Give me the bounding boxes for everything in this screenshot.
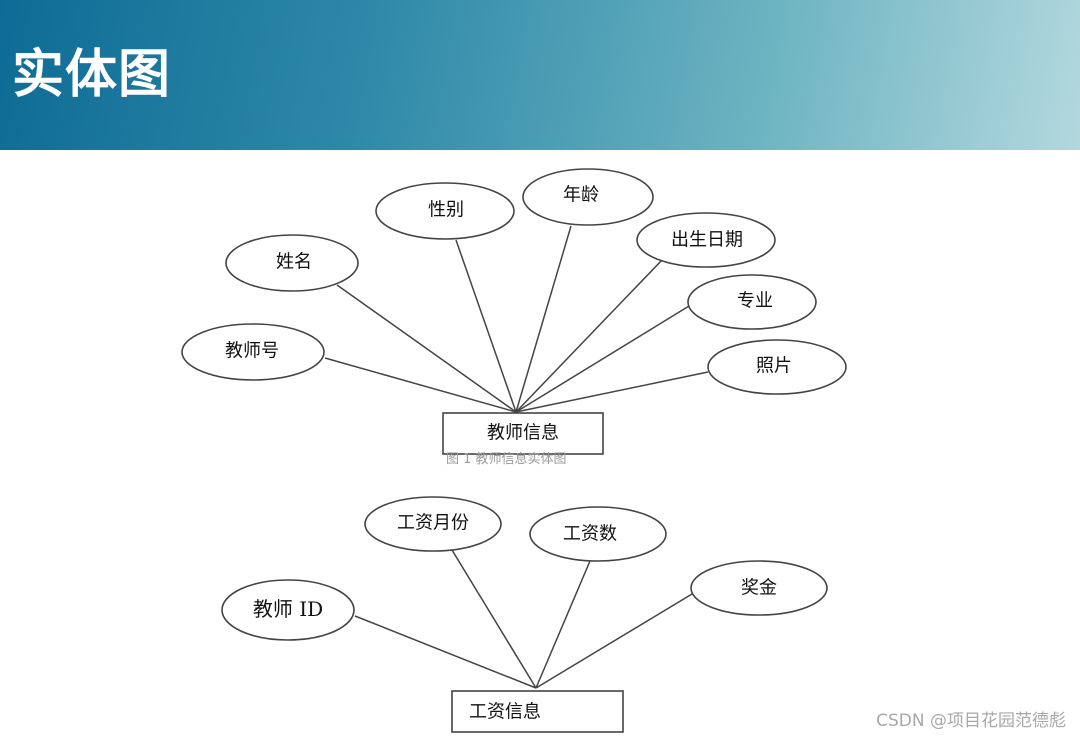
attribute-label: 出生日期 — [671, 230, 743, 251]
relationship-line — [336, 284, 517, 413]
cropped-caption: 图 1 教师信息实体图 — [446, 452, 567, 467]
er-diagram-salary-info — [354, 549, 693, 689]
title-banner: 实体图 — [0, 0, 1080, 150]
relationship-line — [515, 305, 690, 413]
relationship-line — [515, 258, 664, 413]
attribute-ellipse-salary-amount — [529, 506, 667, 562]
relationship-line — [324, 357, 517, 413]
entity-box-salary-info — [451, 690, 624, 733]
attribute-ellipse-gender — [375, 182, 515, 240]
watermark-text: CSDN @项目花园范德彪 — [876, 711, 1066, 731]
attribute-ellipse-major — [687, 274, 817, 330]
relationship-line — [515, 371, 709, 413]
attribute-label: 照片 — [756, 356, 792, 377]
attribute-ellipse-teacher-id — [221, 579, 355, 641]
attribute-ellipse-salary-month — [364, 496, 502, 552]
entity-label: 教师信息 — [487, 423, 559, 444]
attribute-label: 工资数 — [563, 524, 617, 545]
relationship-line — [515, 225, 572, 413]
attribute-ellipse-bonus — [690, 560, 828, 616]
attribute-ellipse-teacher-no — [181, 323, 325, 381]
attribute-label: 工资月份 — [397, 513, 469, 534]
attribute-label: 教师 ID — [253, 597, 323, 621]
relationship-line — [354, 615, 537, 689]
relationship-line — [535, 593, 693, 689]
relationship-line — [451, 549, 537, 689]
attribute-ellipse-age — [522, 168, 654, 226]
attribute-label: 奖金 — [741, 578, 777, 599]
attribute-ellipse-name — [225, 234, 359, 292]
page-title: 实体图 — [12, 45, 172, 105]
relationship-line — [455, 239, 517, 413]
attribute-label: 教师号 — [225, 341, 279, 362]
entity-label: 工资信息 — [469, 702, 541, 723]
attribute-label: 性别 — [428, 200, 464, 221]
attribute-ellipse-birthdate — [636, 212, 776, 268]
er-diagram-canvas: 教师号 姓名 性别 年龄 出生日期 专业 照片 教师信息 教师 ID 工资月份 … — [181, 168, 847, 733]
entity-box-teacher-info — [442, 412, 604, 455]
attribute-label: 姓名 — [276, 252, 312, 273]
attribute-ellipse-photo — [707, 339, 847, 395]
er-diagram-teacher-info — [324, 225, 709, 413]
relationship-line — [535, 560, 591, 689]
attribute-label: 年龄 — [563, 185, 599, 206]
attribute-label: 专业 — [737, 291, 773, 312]
